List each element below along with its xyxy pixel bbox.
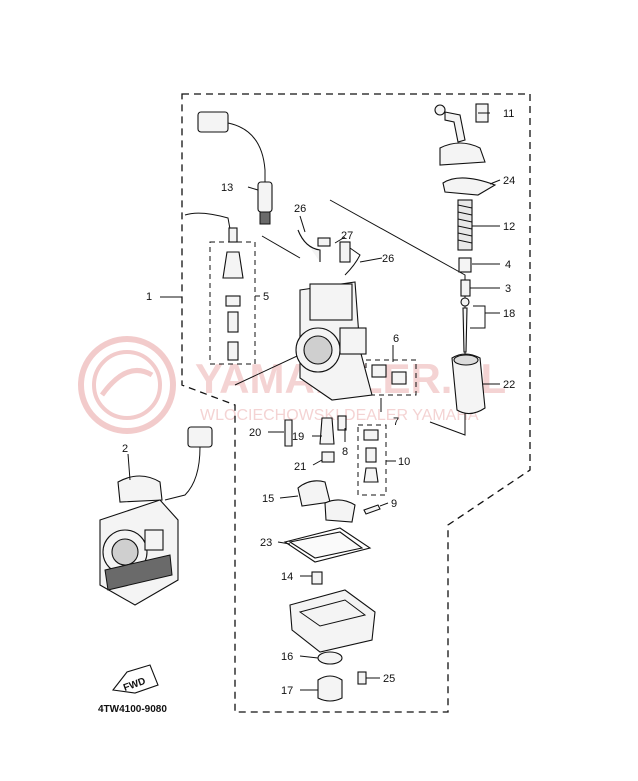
callout-16: 16 <box>281 651 293 663</box>
linkage-6 <box>371 364 407 385</box>
callout-25: 25 <box>383 673 395 685</box>
callout-7: 7 <box>393 416 399 428</box>
callout-4: 4 <box>505 259 511 271</box>
callout-19: 19 <box>292 431 304 443</box>
assembly-boundary <box>181 93 531 713</box>
callout-23: 23 <box>260 537 272 549</box>
callout-11: 11 <box>503 108 514 120</box>
callout-10: 10 <box>398 456 410 468</box>
callout-22: 22 <box>503 379 515 391</box>
callout-8: 8 <box>342 446 348 458</box>
lower-parts <box>283 415 381 702</box>
group-box-10 <box>357 424 387 496</box>
callout-5: 5 <box>263 291 269 303</box>
parts-stack-5 <box>222 227 244 361</box>
watermark-logo <box>78 336 176 434</box>
assembled-carburetor-2 <box>99 426 213 606</box>
callout-3: 3 <box>505 283 511 295</box>
callout-24: 24 <box>503 175 515 187</box>
throttle-sensor-13 <box>184 111 273 241</box>
callout-9: 9 <box>391 498 397 510</box>
callout-18: 18 <box>503 308 515 320</box>
fwd-arrow-icon: FWD <box>111 664 159 694</box>
callout-14: 14 <box>281 571 293 583</box>
callout-17: 17 <box>281 685 293 697</box>
callout-2: 2 <box>122 443 128 455</box>
callout-20: 20 <box>249 427 261 439</box>
callout-12: 12 <box>503 221 515 233</box>
leader-lines <box>127 112 501 691</box>
group-box-6 <box>365 359 417 396</box>
callout-1: 1 <box>146 291 152 303</box>
catalog-code: 4TW4100-9080 <box>98 704 167 715</box>
callout-15: 15 <box>262 493 274 505</box>
throttle-valve-stack <box>434 103 497 415</box>
callout-26-upper: 26 <box>294 203 306 215</box>
watermark: YAMAHILER.PL WLOCIECHOWSKI DEALER YAMAHA <box>78 336 506 434</box>
carburetor-body <box>295 229 373 401</box>
callout-labels: 1 2 3 4 5 6 7 8 9 10 11 12 13 14 15 16 1… <box>122 108 515 697</box>
callout-13: 13 <box>221 182 233 194</box>
callout-26-lower: 26 <box>382 253 394 265</box>
callout-6: 6 <box>393 333 399 345</box>
callout-21: 21 <box>294 461 306 473</box>
callout-27: 27 <box>341 230 353 242</box>
